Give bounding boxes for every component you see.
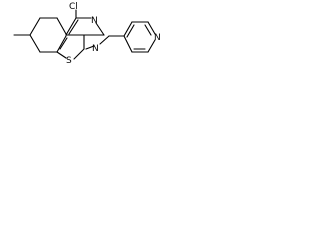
bond: [123, 35, 133, 53]
structure-canvas: Cl N N S N: [0, 0, 176, 78]
sulfur-label: S: [66, 56, 72, 66]
pyridine-ring: [108, 21, 156, 53]
bond: [56, 35, 67, 53]
cyclohexane-ring: [13, 17, 58, 53]
bond: [147, 21, 156, 35]
bond-inner: [59, 37, 68, 50]
bond: [73, 48, 85, 60]
bond-inner: [126, 24, 135, 38]
bond: [99, 35, 110, 45]
chemical-structure: Cl N N S N: [13, 2, 161, 66]
bond: [123, 21, 133, 37]
bond: [56, 17, 67, 35]
thiophene-ring: [56, 17, 85, 60]
bond-inner: [144, 24, 152, 36]
bond: [29, 17, 41, 36]
pyrimidine-nitrogen-label: N: [91, 16, 98, 26]
bond: [85, 45, 95, 50]
bond: [65, 17, 77, 36]
bond: [29, 34, 41, 53]
bond: [95, 22, 105, 36]
bond: [56, 51, 67, 59]
pyrimidine-ring: [65, 9, 110, 50]
chlorine-label: Cl: [69, 2, 78, 12]
bond-inner: [68, 19, 79, 35]
bond: [147, 39, 156, 53]
pyridine-nitrogen-label: N: [154, 33, 161, 43]
pyrimidine-nitrogen-label: N: [92, 44, 99, 54]
